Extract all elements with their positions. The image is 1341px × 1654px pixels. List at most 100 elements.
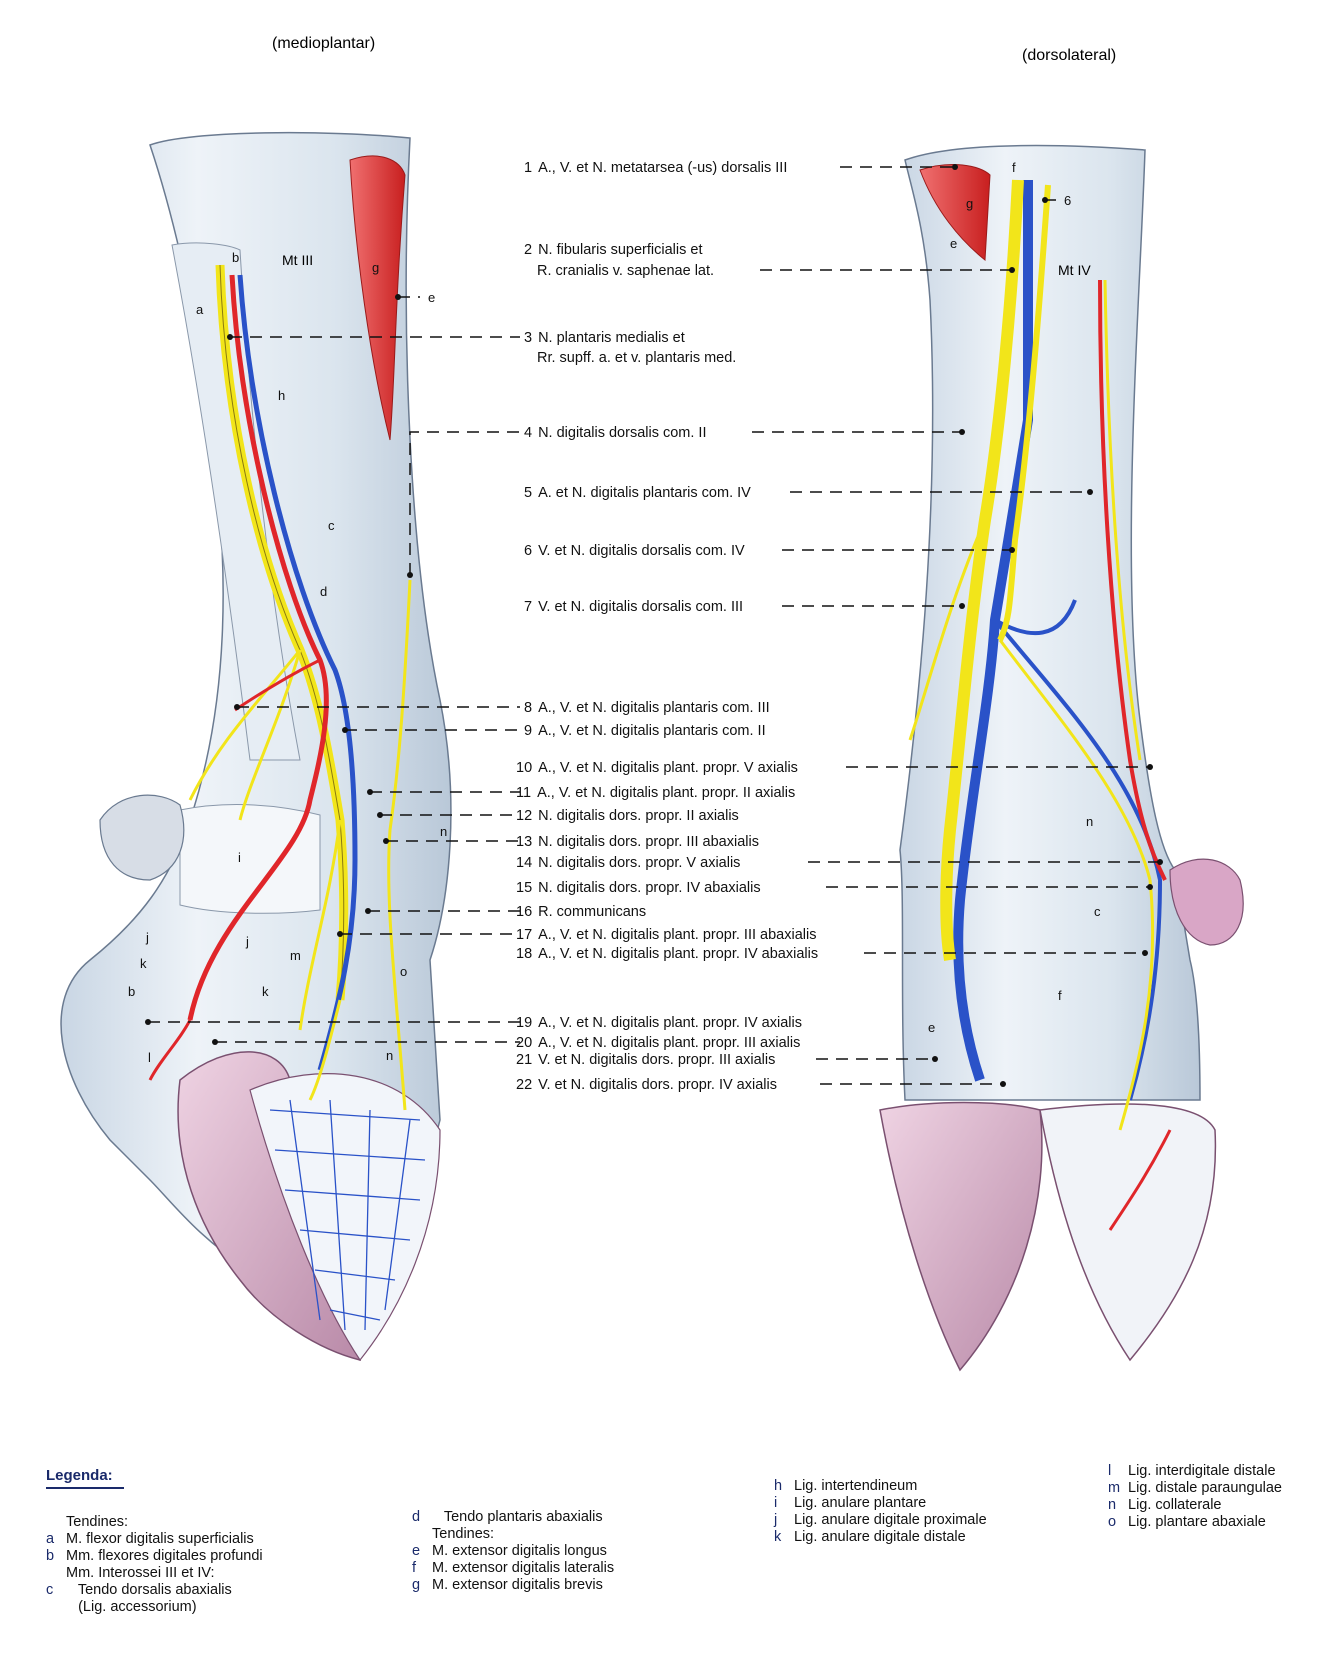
svg-text:9A., V. et N. digitalis planta: 9A., V. et N. digitalis plantaris com. I… xyxy=(524,723,766,739)
letter-n-1: n xyxy=(440,824,447,839)
lig-anulare-plantare xyxy=(179,804,321,914)
letter-f-right: f xyxy=(1058,988,1062,1003)
letter-b: b xyxy=(232,250,239,265)
svg-text:15N. digitalis dors. propr. IV: 15N. digitalis dors. propr. IV abaxialis xyxy=(516,880,761,896)
svg-text:4N. digitalis dorsalis com. II: 4N. digitalis dorsalis com. II xyxy=(524,425,707,441)
svg-text:11A., V. et N. digitalis plant: 11A., V. et N. digitalis plant. propr. I… xyxy=(516,785,795,801)
legend-item: (Lig. accessorium) xyxy=(66,1599,197,1615)
letter-e-right: e xyxy=(950,236,957,251)
left-vein xyxy=(237,274,358,1071)
legend-title: Legenda: xyxy=(46,1467,113,1484)
letter-i: i xyxy=(238,850,241,865)
right-dewclaw xyxy=(1169,858,1244,946)
number-6-right: 6 xyxy=(1064,193,1071,208)
letter-c: c xyxy=(328,518,335,533)
svg-text:Rr. supff. a. et v. plantaris: Rr. supff. a. et v. plantaris med. xyxy=(537,350,736,366)
view-title-left: (medioplantar) xyxy=(272,35,375,52)
svg-text:6V. et N. digitalis dorsalis c: 6V. et N. digitalis dorsalis com. IV xyxy=(524,543,745,559)
right-artery-distal xyxy=(1108,1129,1172,1231)
left-foot-drawing xyxy=(60,131,452,1362)
svg-text:8A., V. et N. digitalis planta: 8A., V. et N. digitalis plantaris com. I… xyxy=(524,700,770,716)
left-artery xyxy=(187,274,329,1021)
letter-k-1: k xyxy=(140,956,147,971)
legend-item: Tendines: xyxy=(432,1526,495,1542)
leader-lines xyxy=(148,166,1160,1085)
leader-dots xyxy=(145,164,1163,1087)
left-hoof-sole xyxy=(249,1073,441,1362)
svg-text:13N. digitalis dors. propr. II: 13N. digitalis dors. propr. III abaxiali… xyxy=(516,834,759,850)
right-hoof-right xyxy=(1039,1103,1217,1362)
svg-text:12N. digitalis dors. propr. II: 12N. digitalis dors. propr. II axialis xyxy=(516,808,739,824)
letter-m: m xyxy=(290,948,301,963)
letter-d: d xyxy=(320,584,327,599)
legend-item: c Tendo dorsalis abaxialis xyxy=(46,1582,232,1598)
svg-text:20A., V. et N. digitalis plant: 20A., V. et N. digitalis plant. propr. I… xyxy=(516,1035,800,1051)
left-venous-plexus xyxy=(269,1099,426,1331)
svg-text:17A., V. et N. digitalis plant: 17A., V. et N. digitalis plant. propr. I… xyxy=(516,927,816,943)
right-artery xyxy=(1098,279,1167,881)
letter-o: o xyxy=(400,964,407,979)
letter-j-2: j xyxy=(245,934,249,949)
letter-j-1: j xyxy=(145,930,149,945)
legend-underline xyxy=(46,1487,124,1489)
letter-g-right: g xyxy=(966,196,973,211)
legend-item: Mm. Interossei III et IV: xyxy=(66,1565,215,1581)
svg-text:14N. digitalis dors. propr. V: 14N. digitalis dors. propr. V axialis xyxy=(516,855,740,871)
left-dewclaw xyxy=(99,794,185,881)
letter-n-right: n xyxy=(1086,814,1093,829)
right-structure-letters: f g e 6 n c f e xyxy=(928,160,1101,1035)
letter-g: g xyxy=(372,260,379,275)
svg-text:7V. et N. digitalis dorsalis c: 7V. et N. digitalis dorsalis com. III xyxy=(524,599,743,615)
letter-e-right-2: e xyxy=(928,1020,935,1035)
letter-a: a xyxy=(196,302,204,317)
svg-text:R. cranialis v. saphenae lat.: R. cranialis v. saphenae lat. xyxy=(537,263,714,279)
letter-b-2: b xyxy=(128,984,135,999)
letter-c-right: c xyxy=(1094,904,1101,919)
letter-h: h xyxy=(278,388,285,403)
letter-n-2: n xyxy=(386,1048,393,1063)
left-structure-letters: a b c d e g h i j j k k b l m n n o xyxy=(128,250,447,1065)
legend-item: d Tendo plantaris abaxialis xyxy=(412,1509,603,1525)
right-foot-drawing xyxy=(879,144,1244,1372)
svg-text:21V. et N. digitalis dors. pro: 21V. et N. digitalis dors. propr. III ax… xyxy=(516,1052,775,1068)
svg-text:2N. fibularis superficialis et: 2N. fibularis superficialis et xyxy=(524,242,702,258)
bone-label-left: Mt III xyxy=(282,252,313,268)
letter-k-2: k xyxy=(262,984,269,999)
right-muscle-g xyxy=(919,164,991,261)
svg-text:1A., V. et N. metatarsea (-us): 1A., V. et N. metatarsea (-us) dorsalis … xyxy=(524,160,787,176)
letter-f: f xyxy=(1012,160,1016,175)
svg-text:18A., V. et N. digitalis plant: 18A., V. et N. digitalis plant. propr. I… xyxy=(516,946,818,962)
